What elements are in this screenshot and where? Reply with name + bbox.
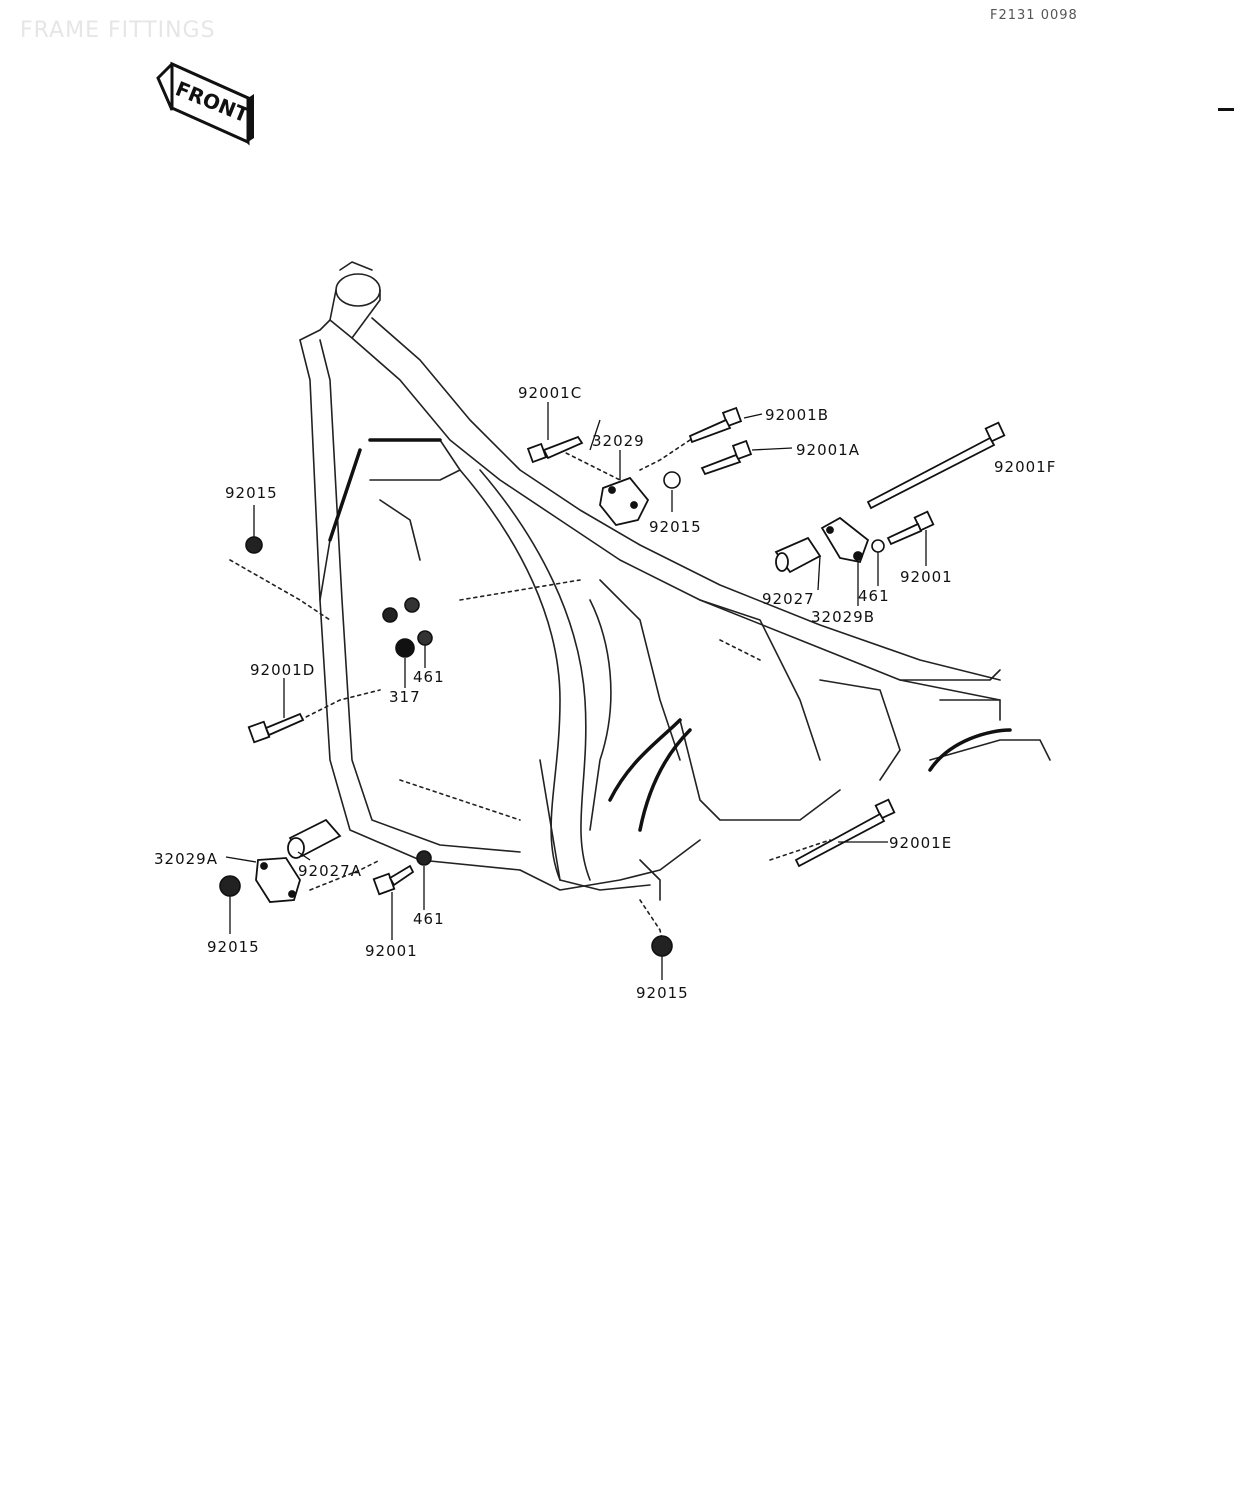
plate-32029 [599,476,650,527]
part-label: 92001C [518,384,583,402]
part-label: 92001B [765,406,830,424]
bolt-92001C [526,435,584,464]
washer-461-right [871,539,885,553]
nut-92015-bottom [651,935,673,957]
plate-32029A [255,857,301,903]
part-label: 92015 [636,984,689,1002]
front-arrow-icon: FRONT [156,61,254,146]
drawing-code: F2131 0098 [990,8,1078,23]
part-label: 32029B [811,608,876,626]
part-label: 92001D [250,661,316,679]
page-title: FRAME FITTINGS [20,18,216,43]
bolt-92001-lower [372,864,415,896]
bolt-92001F [866,421,1006,510]
bolt-92001A [700,439,753,476]
part-label: 92001 [365,942,418,960]
part-label: 92015 [649,518,702,536]
part-label: 92027A [298,862,362,880]
part-label: 461 [413,910,445,928]
nut-92015-left [245,536,263,554]
nut-b [404,597,420,613]
nut-92015-upper [663,471,681,489]
part-label: 32029 [592,432,645,450]
bolt-92001B [688,406,743,444]
part-label: 92001A [796,441,860,459]
bolt-92001D [247,712,305,744]
part-label: 92015 [225,484,278,502]
bolt-92001-right [886,510,935,546]
nut-a [382,607,398,623]
washer-461-lower [416,850,432,866]
bolt-92001E [794,798,896,868]
part-label: 461 [413,668,445,686]
part-label: 92001F [994,458,1057,476]
part-label: 92001 [900,568,953,586]
part-label: 461 [858,587,890,605]
part-label: 32029A [154,850,218,868]
part-label: 92027 [762,590,815,608]
edge-mark [1218,108,1234,111]
nut-92015-bottomleft [219,875,241,897]
part-label: 92015 [207,938,260,956]
washer-461-left [417,630,433,646]
part-label: 92001E [889,834,953,852]
part-label: 317 [389,688,421,706]
nut-317 [395,638,415,658]
